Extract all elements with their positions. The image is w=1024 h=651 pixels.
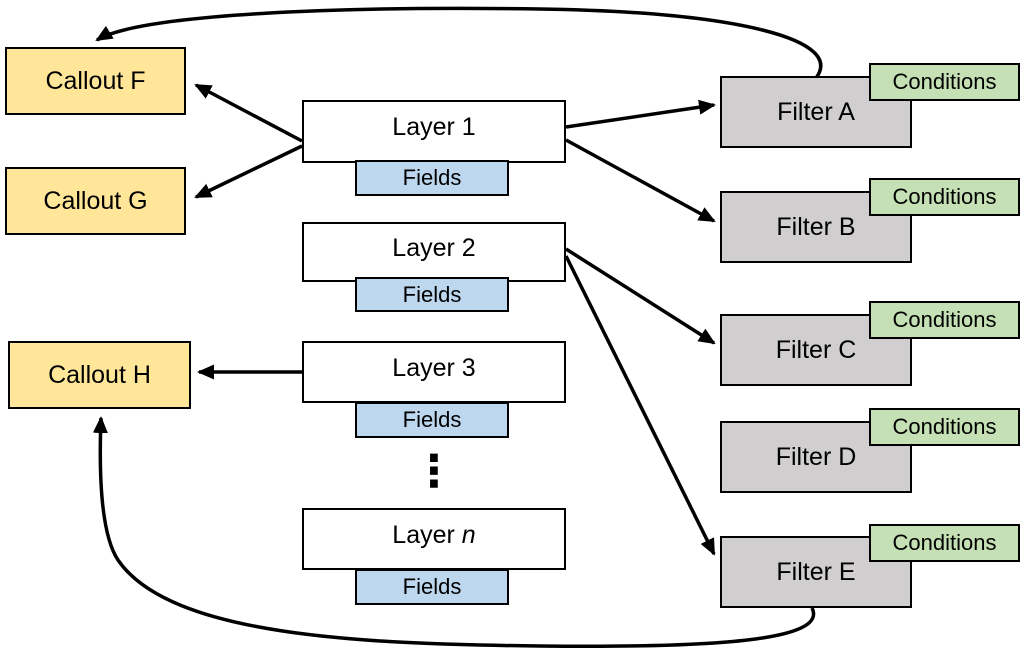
arrow-layer1-filterA [565,99,716,129]
layer-3-box: Layer 3 [302,341,566,403]
layer-2-label: Layer 2 [392,234,476,262]
layer-1-fields-box: Fields [355,160,509,196]
arrow-filterA-calloutF-curve [95,6,823,80]
callout-f-box: Callout F [5,47,186,115]
filter-e-label: Filter E [776,557,856,586]
arrow-layer1-calloutF [194,83,303,143]
layer-n-label: Layer n [392,521,475,550]
layer-1-box: Layer 1 [302,100,566,163]
layer-2-fields-label: Fields [402,281,462,307]
layer-n-box: Layer n [302,508,566,570]
ellipsis-glyph: ⋮ [412,446,456,497]
callout-g-box: Callout G [5,167,186,235]
filter-a-label: Filter A [777,97,855,126]
filter-b-label: Filter B [776,212,856,241]
filter-a-conditions-label: Conditions [892,69,997,94]
filter-b-conditions-tag: Conditions [869,178,1020,216]
filter-d-label: Filter D [775,442,857,471]
layer-1-label: Layer 1 [392,113,476,141]
filter-c-conditions-label: Conditions [892,307,997,332]
layer-n-fields-box: Fields [355,569,509,605]
filter-e-box: Filter E [720,536,912,608]
layer-2-box: Layer 2 [302,222,566,282]
callout-g-label: Callout G [43,186,148,215]
layer-2-fields-box: Fields [355,277,509,312]
filter-d-conditions-label: Conditions [892,414,997,439]
layer-3-fields-box: Fields [355,402,509,438]
filter-c-conditions-tag: Conditions [869,301,1020,339]
arrow-layer2-filterE [564,255,716,556]
filter-c-box: Filter C [720,314,912,386]
callout-f-label: Callout F [45,66,146,95]
arrow-layer1-filterB [565,138,716,223]
arrow-layer1-calloutG [194,144,303,199]
callout-h-box: Callout H [8,341,191,409]
layer-n-label-prefix: Layer [392,521,462,549]
filter-c-label: Filter C [775,335,857,364]
callout-h-label: Callout H [48,360,151,389]
layer-3-label: Layer 3 [392,354,476,382]
layer-3-fields-label: Fields [402,407,462,432]
filter-e-conditions-tag: Conditions [869,524,1020,562]
layer-1-fields-label: Fields [402,165,462,190]
filter-d-conditions-tag: Conditions [869,408,1020,446]
filter-b-conditions-label: Conditions [892,184,997,209]
layer-n-fields-label: Fields [402,574,462,599]
arrow-layer2-filterC [565,247,716,345]
layer-n-label-italic: n [461,521,476,549]
filter-b-box: Filter B [720,191,912,263]
filter-e-conditions-label: Conditions [892,530,997,555]
filter-a-conditions-tag: Conditions [869,63,1020,101]
arrow-filterE-calloutH-curve [92,416,816,649]
more-layers-ellipsis: ⋮ [302,444,566,500]
